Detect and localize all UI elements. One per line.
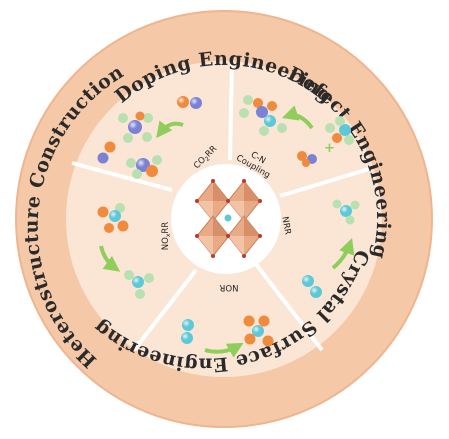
molecule-icon <box>325 116 354 145</box>
perovskite-octahedra-icon <box>195 179 262 258</box>
molecule-icon <box>177 96 202 109</box>
reaction-arrow-icon <box>281 105 314 130</box>
divider-right <box>279 166 373 198</box>
molecule-icon <box>302 275 322 298</box>
divider-bottom-left <box>132 268 198 352</box>
molecule-icon <box>297 151 317 167</box>
molecule-icon <box>332 199 360 225</box>
molecule-icon <box>126 155 162 179</box>
plus-icon: + <box>324 141 335 156</box>
molecule-icon <box>181 319 194 344</box>
divider-bottom-right <box>253 261 324 352</box>
molecule-icon <box>97 203 129 233</box>
molecule-icon <box>239 95 287 136</box>
sector-label-noxrr: NOxRR <box>161 222 172 251</box>
reaction-arrow-icon <box>204 342 244 358</box>
sector-label-nrr: NRR <box>279 216 292 236</box>
divider-top <box>228 59 234 161</box>
reaction-arrow-icon <box>156 120 184 139</box>
molecule-icon <box>97 141 116 164</box>
sector-dividers <box>71 59 373 352</box>
sector-label-nor: NOR <box>219 282 238 292</box>
reaction-arrow-icon <box>331 237 355 270</box>
divider-left <box>71 161 173 192</box>
reaction-arrow-icon <box>99 245 121 272</box>
molecule-icon <box>124 270 154 299</box>
molecule-icon <box>243 315 274 347</box>
molecule-icon <box>118 111 153 143</box>
